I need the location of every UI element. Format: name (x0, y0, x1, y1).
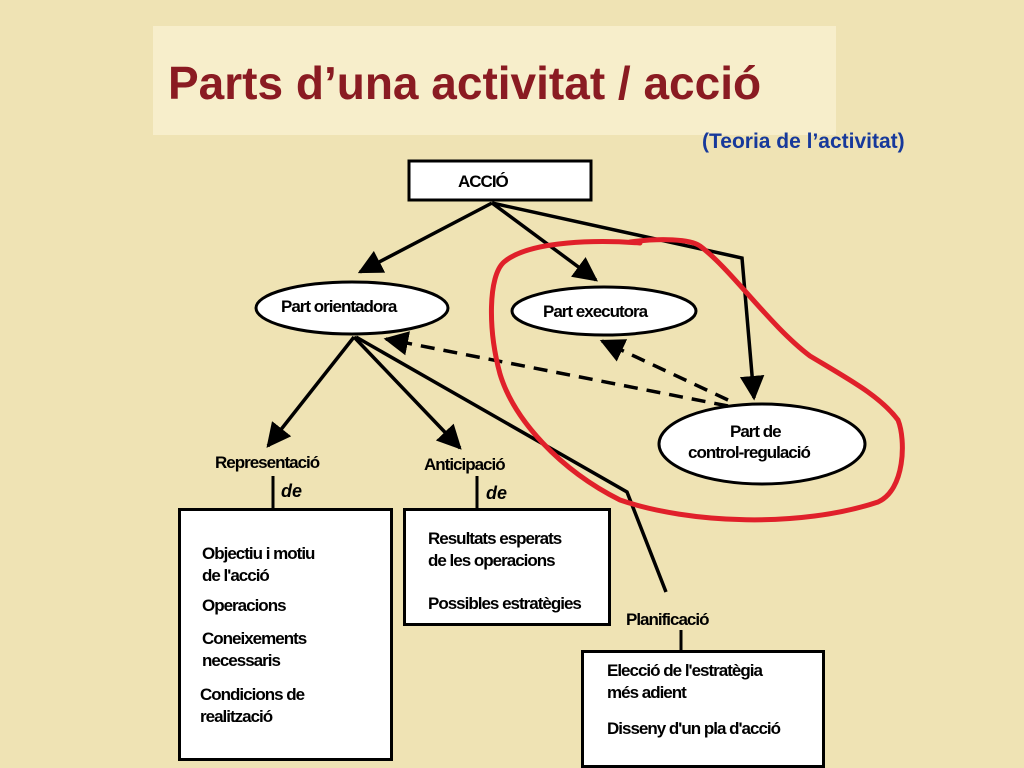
box-representacio (178, 508, 393, 761)
de-label-representacio: de (281, 481, 303, 501)
arrow-accio-control (491, 201, 765, 401)
plan-item-1-line2: més adient (607, 683, 687, 702)
arrow-orientadora-anticipacio (352, 335, 462, 450)
node-part-executora (510, 285, 698, 337)
arrow-accio-orientadora (357, 201, 493, 274)
ant-item-1-line1: Resultats esperats (428, 529, 562, 548)
rep-item-3-line1: Coneixements (202, 629, 307, 648)
arrow-orientadora-representacio (266, 335, 356, 448)
box-planificacio (581, 650, 825, 768)
dashed-arrow-control-orientadora (383, 331, 729, 408)
node-part-orientadora (254, 280, 450, 336)
highlight-loop (488, 237, 905, 523)
label-planificacio: Planificació (626, 610, 709, 629)
slide-title: Parts d’una activitat / acció (168, 57, 762, 109)
de-label-anticipacio: de (486, 483, 508, 503)
label-anticipacio: Anticipació (424, 455, 506, 474)
rep-item-4-line2: realització (200, 707, 273, 726)
node-accio-label: ACCIÓ (458, 172, 509, 191)
line-orientadora-planificacio (355, 335, 668, 593)
rep-item-1-line1: Objectiu i motiu (202, 544, 315, 563)
ant-item-2: Possibles estratègies (428, 594, 582, 613)
arrow-accio-executora (490, 201, 598, 282)
node-part-control (657, 402, 867, 486)
label-representacio: Representació (215, 453, 320, 472)
rep-item-3-line2: necessaris (202, 651, 281, 670)
plan-item-2: Disseny d'un pla d'acció (607, 719, 781, 738)
node-accio-box (407, 159, 593, 202)
rep-item-1-line2: de l'acció (202, 566, 270, 585)
dashed-arrow-control-executora (599, 339, 729, 402)
slide-subtitle: (Teoria de l’activitat) (702, 130, 905, 153)
node-control-label-2: control-regulació (688, 443, 811, 462)
ant-item-1-line2: de les operacions (428, 551, 556, 570)
node-orientadora-label: Part orientadora (281, 297, 397, 316)
plan-item-1-line1: Elecció de l'estratègia (607, 661, 763, 680)
rep-item-4-line1: Condicions de (200, 685, 305, 704)
title-panel (153, 26, 836, 135)
node-control-label-1: Part de (730, 422, 782, 441)
rep-item-2: Operacions (202, 596, 287, 615)
node-executora-label: Part executora (543, 302, 648, 321)
box-anticipacio (403, 508, 611, 626)
